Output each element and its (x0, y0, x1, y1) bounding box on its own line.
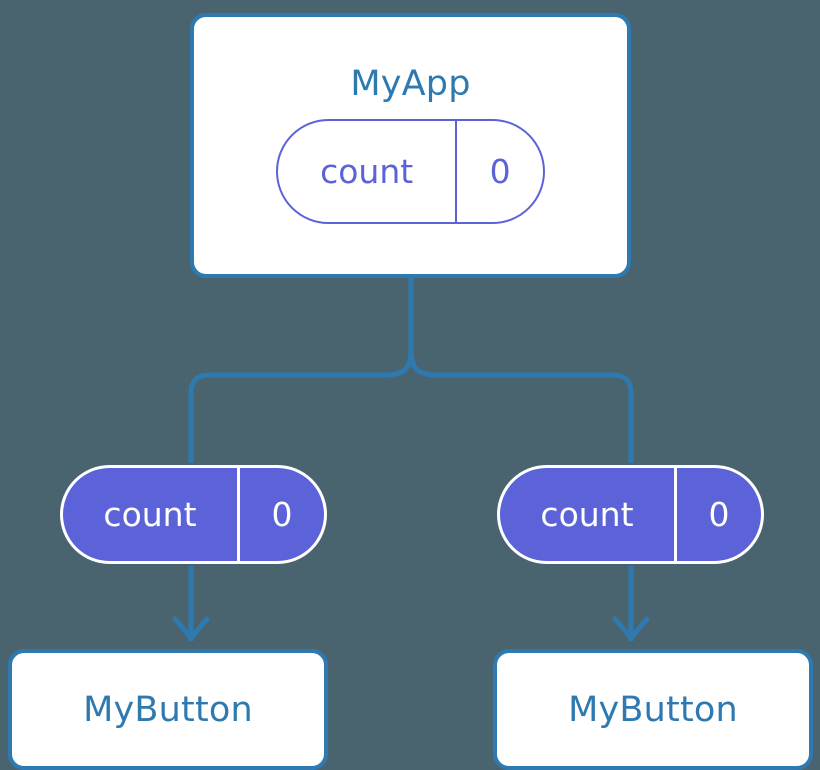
arrowhead-right-icon (612, 616, 650, 641)
component-card-mybutton-left[interactable]: MyButton (8, 649, 328, 770)
arrowhead-left-icon (172, 616, 210, 641)
prop-capsule-value-left: 0 (236, 468, 324, 561)
prop-capsule-key-left: count (103, 495, 197, 534)
wire-branch-left (188, 348, 414, 463)
prop-capsule-count-left[interactable]: count 0 (60, 465, 327, 564)
component-title-myapp: MyApp (350, 64, 471, 104)
prop-capsule-value-right: 0 (673, 468, 761, 561)
component-card-mybutton-right[interactable]: MyButton (493, 649, 813, 770)
prop-capsule-count-right[interactable]: count 0 (497, 465, 764, 564)
state-capsule-count[interactable]: count 0 (276, 119, 545, 224)
component-title-mybutton-left: MyButton (83, 689, 253, 730)
wire-branch-right (408, 348, 634, 463)
component-title-mybutton-right: MyButton (568, 689, 738, 730)
prop-capsule-key-right: count (540, 495, 634, 534)
state-capsule-key: count (320, 152, 414, 191)
component-card-myapp[interactable]: MyApp count 0 (190, 13, 631, 278)
state-capsule-value: 0 (455, 121, 543, 222)
